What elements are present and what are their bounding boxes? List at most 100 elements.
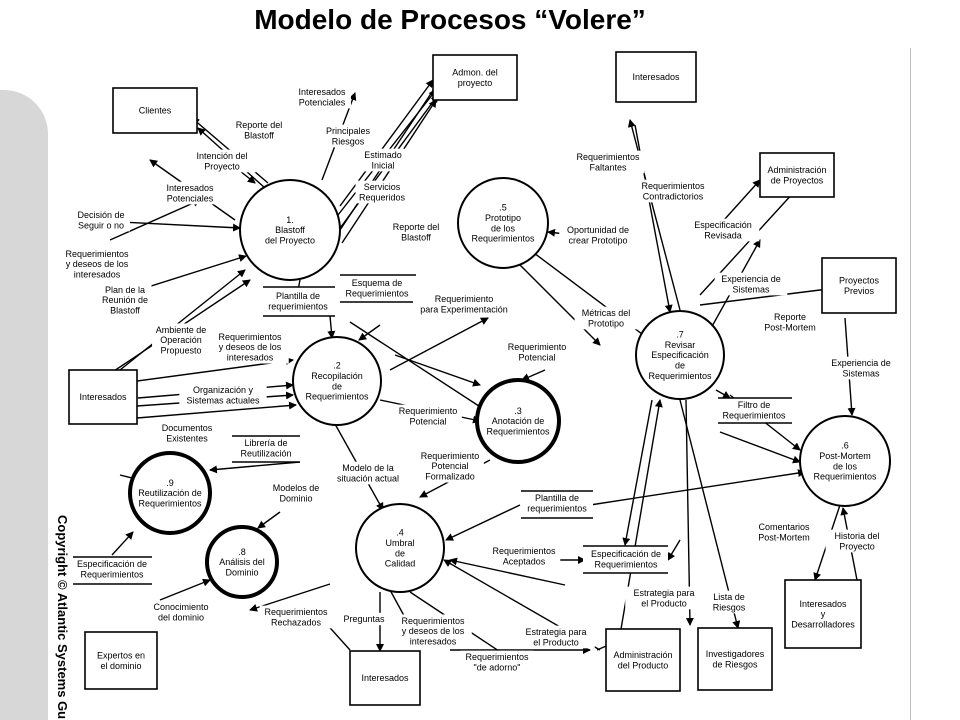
flow-estrategia-producto-1-text-line: el Producto — [641, 598, 687, 608]
flow-arrow — [719, 431, 801, 464]
process-2-recopilacion-label-line: Requerimientos — [305, 392, 369, 402]
process-8-analisis-label-line: Dominio — [225, 568, 258, 578]
flow-preguntas-text: Preguntas — [343, 614, 385, 624]
flow-decision-seguir-text-line: Decisión de — [77, 210, 124, 220]
flow-interesados-potenciales-top-text-line: Potenciales — [299, 97, 346, 107]
flow-ambiente-operacion-text-line: Propuesto — [160, 346, 201, 356]
proyectos-previos-box-label-line: Previos — [844, 286, 875, 296]
flow-interesados-potenciales-top-text-line: Interesados — [298, 87, 346, 97]
flow-req-aceptados-text-line: Aceptados — [503, 556, 546, 566]
interesados-desarrolladores-box-label-line: y — [821, 609, 826, 619]
flow-servicios-requeridos-text-line: Servicios — [364, 182, 401, 192]
process-5-prototipo-label-line: Prototipo — [485, 213, 521, 223]
store-esquema-label-line: Requerimientos — [345, 288, 409, 298]
flow-req-adorno-text-line: "de adorno" — [474, 662, 521, 672]
admon-proyecto-box-label-line: Admon. del — [452, 67, 498, 77]
process-6-post-mortem-label-line: de los — [833, 461, 858, 471]
process-7-revisar-label-line: .7 — [676, 329, 684, 339]
copyright-text: Copyright © Atlantic Systems Guild — [55, 515, 70, 720]
interesados-left-box-label: Interesados — [79, 392, 127, 402]
process-8-analisis-label-line: Análisis del — [219, 557, 265, 567]
flow-estrategia-producto-2-text-line: el Producto — [533, 637, 579, 647]
flow-especificacion-revisada-text-line: Revisada — [704, 230, 742, 240]
flow-ambiente-operacion-text-line: Ambiente de — [156, 325, 207, 335]
flow-req-potencial-2-text-line: Requerimiento — [399, 406, 458, 416]
clientes-box: Clientes — [112, 87, 198, 134]
flow-req-deseos-2-text-line: Requerimientos — [218, 332, 282, 342]
flow-interesados-potenciales-left-text-line: Potenciales — [167, 193, 214, 203]
flow-arrow — [119, 221, 241, 232]
process-7-revisar-label-line: Especificación — [651, 350, 709, 360]
flow-req-deseos-1-text-line: interesados — [74, 270, 121, 280]
flow-req-adorno-text: Requerimientos"de adorno" — [465, 652, 529, 672]
flow-req-deseos-3-text-line: Requerimientos — [401, 616, 465, 626]
store-libreria-label-line: Reutilización — [240, 448, 291, 458]
flow-req-deseos-1-text-line: Requerimientos — [65, 249, 129, 259]
interesados-bottom-box-label: Interesados — [361, 673, 409, 683]
clientes-box-label-line: Clientes — [139, 106, 172, 116]
flow-modelos-dominio-text-line: Modelos de — [273, 483, 320, 493]
process-2-recopilacion-label-line: .2 — [333, 361, 341, 371]
flow-estimado-inicial-text-line: Estimado — [364, 150, 402, 160]
flow-experiencia-sistemas-2-text-line: Sistemas — [842, 368, 880, 378]
process-4-umbral-label-line: de — [395, 548, 405, 558]
flow-preguntas-text-line: Preguntas — [343, 614, 385, 624]
admon-proyecto-box-label-line: proyecto — [458, 78, 493, 88]
store-plantilla-bottom-label-line: requerimientos — [527, 503, 587, 513]
flow-organizacion-sistemas-text-line: Sistemas actuales — [186, 395, 260, 405]
process-4-umbral-label-line: Umbral — [385, 538, 414, 548]
process-7-revisar-label-line: Revisar — [665, 340, 696, 350]
flow-req-experimentacion-text-line: Requerimiento — [435, 294, 494, 304]
flow-decision-seguir-text-line: Seguir o no — [78, 220, 124, 230]
flow-arrow — [349, 321, 486, 411]
flow-arrow — [622, 399, 653, 546]
proyectos-previos-box-label-line: Proyectos — [839, 275, 880, 285]
flow-reporte-blastoff-2-text-line: Reporte del — [393, 222, 440, 232]
flow-modelo-situacion-text-line: Modelo de la — [342, 463, 394, 473]
clientes-box-label: Clientes — [139, 106, 172, 116]
store-libreria-label-line: Librería de — [244, 438, 287, 448]
flow-oportunidad-prototipo-text-line: Oportunidad de — [567, 225, 629, 235]
flow-documentos-existentes-text-line: Existentes — [166, 433, 208, 443]
flow-arrow — [159, 578, 211, 601]
